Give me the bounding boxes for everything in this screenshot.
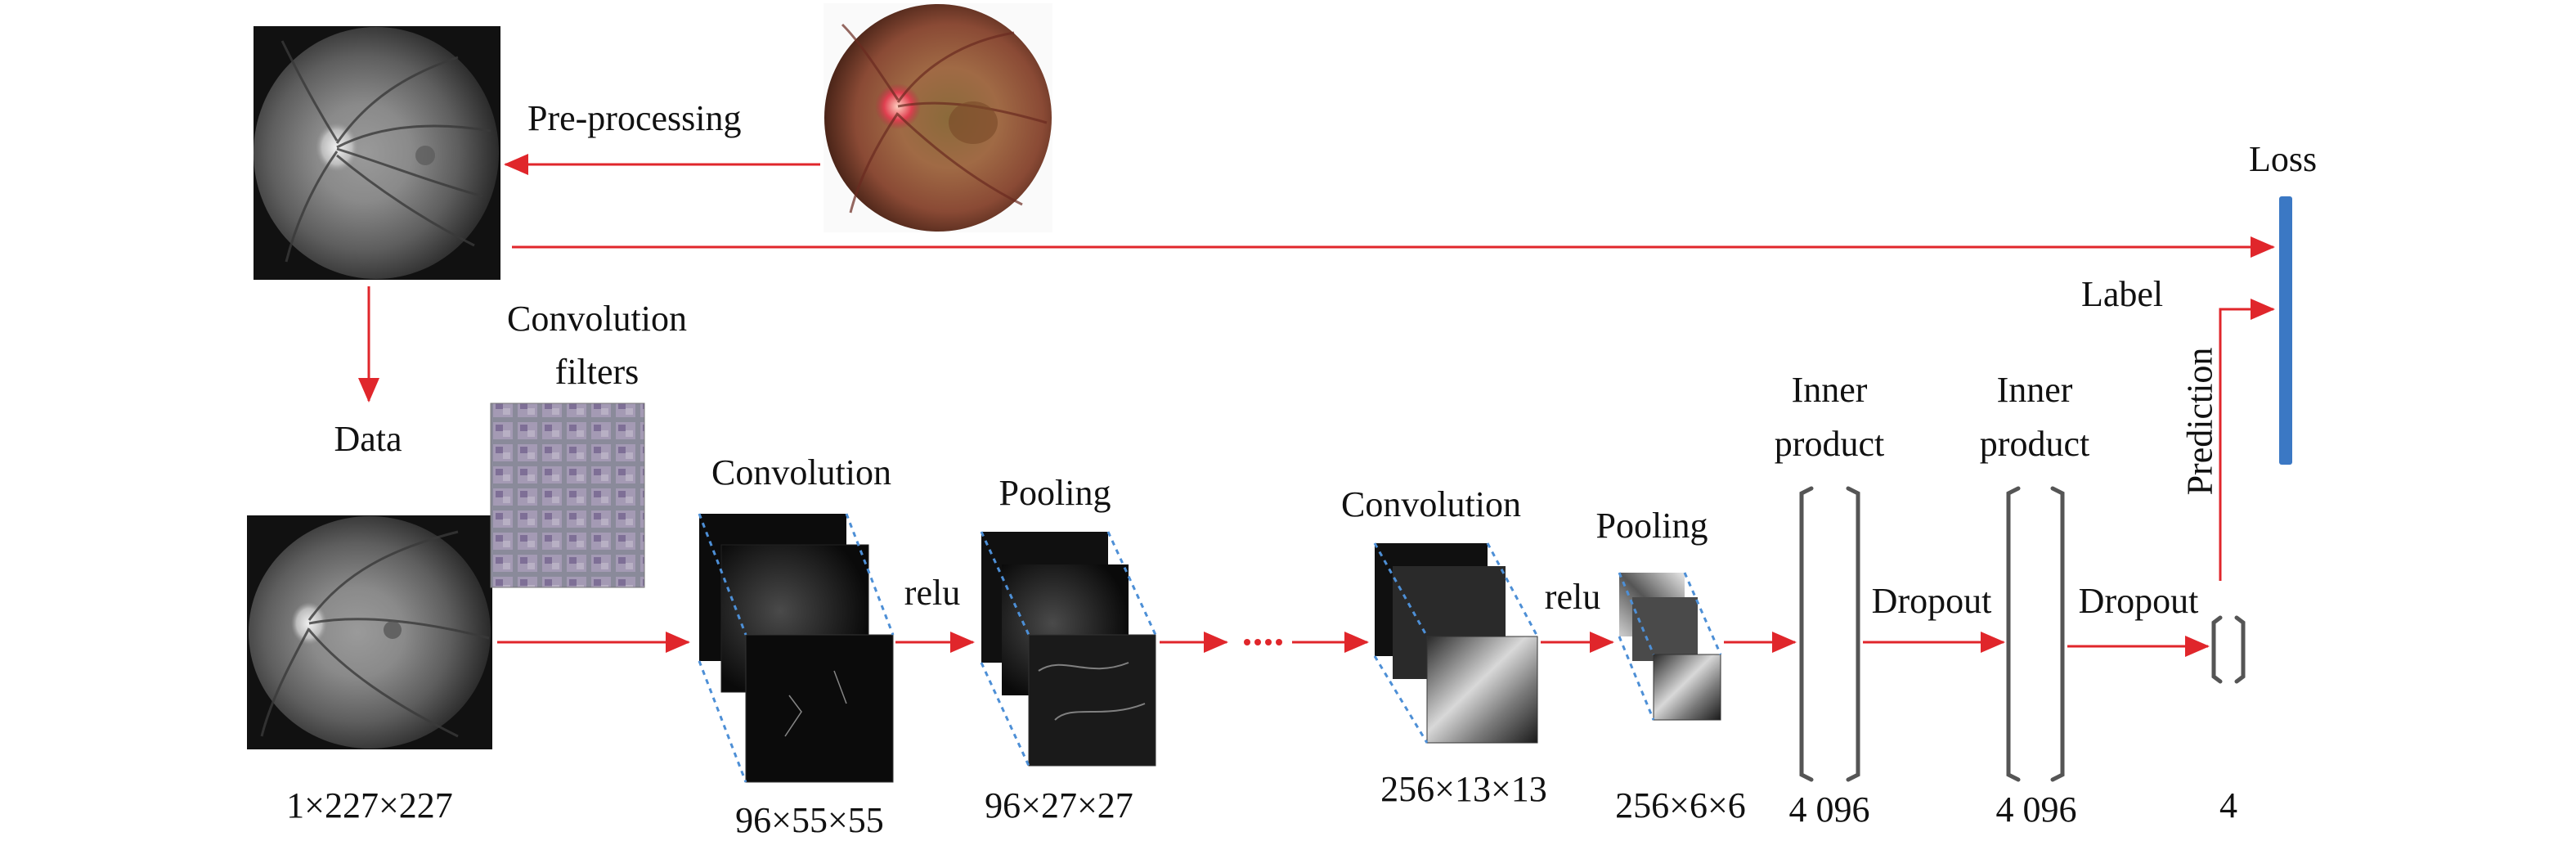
arrows-top (358, 154, 2275, 581)
inner-product2-label-line1: Inner (1996, 370, 2073, 410)
preprocessing-label: Pre-processing (527, 98, 742, 138)
convolution-filters-grid (490, 403, 645, 588)
conv-filters-label-line2: filters (554, 352, 640, 392)
fc-brackets (1799, 486, 2246, 782)
out-left-bracket (2211, 615, 2223, 684)
conv1-dims-label: 96×55×55 (735, 800, 884, 840)
pool1-dims-label: 96×27×27 (985, 785, 1133, 825)
pool1-feature-maps (980, 531, 1157, 767)
input-fundus-image (247, 515, 492, 749)
prediction-label: Prediction (2179, 347, 2220, 496)
fc2-left-bracket (2006, 486, 2021, 782)
convolution2-label: Convolution (1340, 484, 1522, 524)
conv2-dims-label: 256×13×13 (1380, 769, 1547, 809)
inner-product2-label-line2: product (1979, 424, 2090, 464)
loss-bar (2279, 196, 2292, 465)
fc2-dims-label: 4 096 (1995, 789, 2077, 830)
dropout1-label: Dropout (1871, 581, 1992, 621)
arrows-bottom (497, 632, 2210, 657)
pool2-dims-label: 256×6×6 (1615, 785, 1746, 825)
original-fundus-image (824, 3, 1052, 232)
label-label: Label (2081, 274, 2164, 314)
inner-product1-label-line1: Inner (1791, 370, 1868, 410)
conv1-feature-maps (698, 513, 895, 783)
fc1-right-bracket (1846, 486, 1860, 782)
inner-product1-label-line2: product (1774, 424, 1885, 464)
ellipsis-dots (1244, 639, 1282, 645)
fc1-dims-label: 4 096 (1788, 789, 1870, 830)
prediction-label-arrow (2219, 299, 2275, 581)
out-right-bracket (2234, 615, 2246, 684)
pool2-feature-maps (1618, 572, 1722, 721)
convolution1-label: Convolution (711, 452, 892, 492)
conv2-feature-maps (1373, 542, 1539, 744)
conv-filters-label-line1: Convolution (506, 299, 688, 339)
out-dims-label: 4 (2219, 785, 2237, 825)
pooling1-label: Pooling (999, 473, 1111, 513)
preprocessed-fundus-image (254, 26, 500, 280)
data-label: Data (334, 419, 402, 459)
loss-label: Loss (2249, 139, 2318, 179)
input-dims-label: 1×227×227 (286, 785, 453, 825)
fc1-left-bracket (1799, 486, 1814, 782)
relu1-label: relu (904, 573, 961, 613)
dropout2-label: Dropout (2078, 581, 2199, 621)
relu2-label: relu (1544, 577, 1601, 617)
fc2-right-bracket (2050, 486, 2065, 782)
pooling2-label: Pooling (1595, 506, 1708, 546)
